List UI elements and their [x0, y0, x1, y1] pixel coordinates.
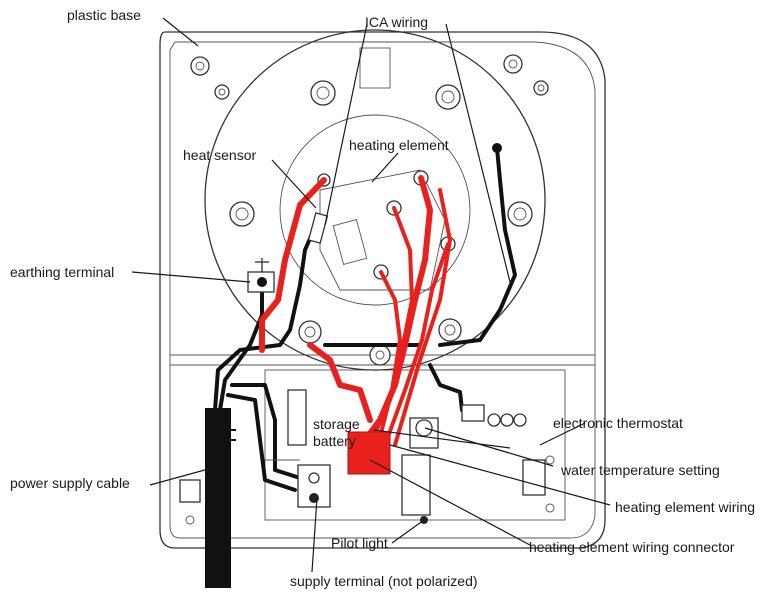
label-ica-wiring: ICA wiring	[365, 14, 428, 30]
label-heating-element: heating element	[349, 137, 449, 153]
label-battery: battery	[313, 433, 356, 449]
earthing-terminal-part	[247, 258, 275, 293]
nut	[310, 80, 336, 106]
leader-lines	[131, 17, 611, 573]
label-earthing-terminal: earthing terminal	[10, 264, 114, 280]
mounting-nuts	[190, 54, 549, 366]
nut	[507, 201, 533, 227]
nut	[503, 54, 523, 74]
nut	[214, 84, 230, 100]
label-power-supply-cable: power supply cable	[10, 475, 130, 491]
labels: plastic base ICA wiring heat sensor heat…	[10, 7, 755, 589]
label-water-temperature-setting: water temperature setting	[560, 462, 720, 478]
nut	[438, 318, 462, 342]
label-storage: storage	[313, 416, 360, 432]
label-heat-sensor: heat sensor	[183, 147, 256, 163]
red-wiring	[259, 175, 453, 475]
label-pilot-light: Pilot light	[331, 535, 388, 551]
nut	[435, 84, 461, 110]
nut	[190, 56, 210, 76]
nut	[533, 80, 549, 96]
label-supply-terminal: supply terminal (not polarized)	[290, 573, 478, 589]
nut	[369, 344, 391, 366]
label-electronic-thermostat: electronic thermostat	[553, 415, 683, 431]
power-cable-part	[205, 408, 236, 588]
label-heating-element-wiring-connector: heating element wiring connector	[529, 539, 735, 555]
nut	[298, 320, 322, 344]
nut	[229, 201, 255, 227]
element-terminals	[317, 170, 456, 280]
label-plastic-base: plastic base	[67, 7, 141, 23]
label-heating-element-wiring: heating element wiring	[615, 499, 755, 515]
heat-sensor-part	[307, 212, 329, 244]
